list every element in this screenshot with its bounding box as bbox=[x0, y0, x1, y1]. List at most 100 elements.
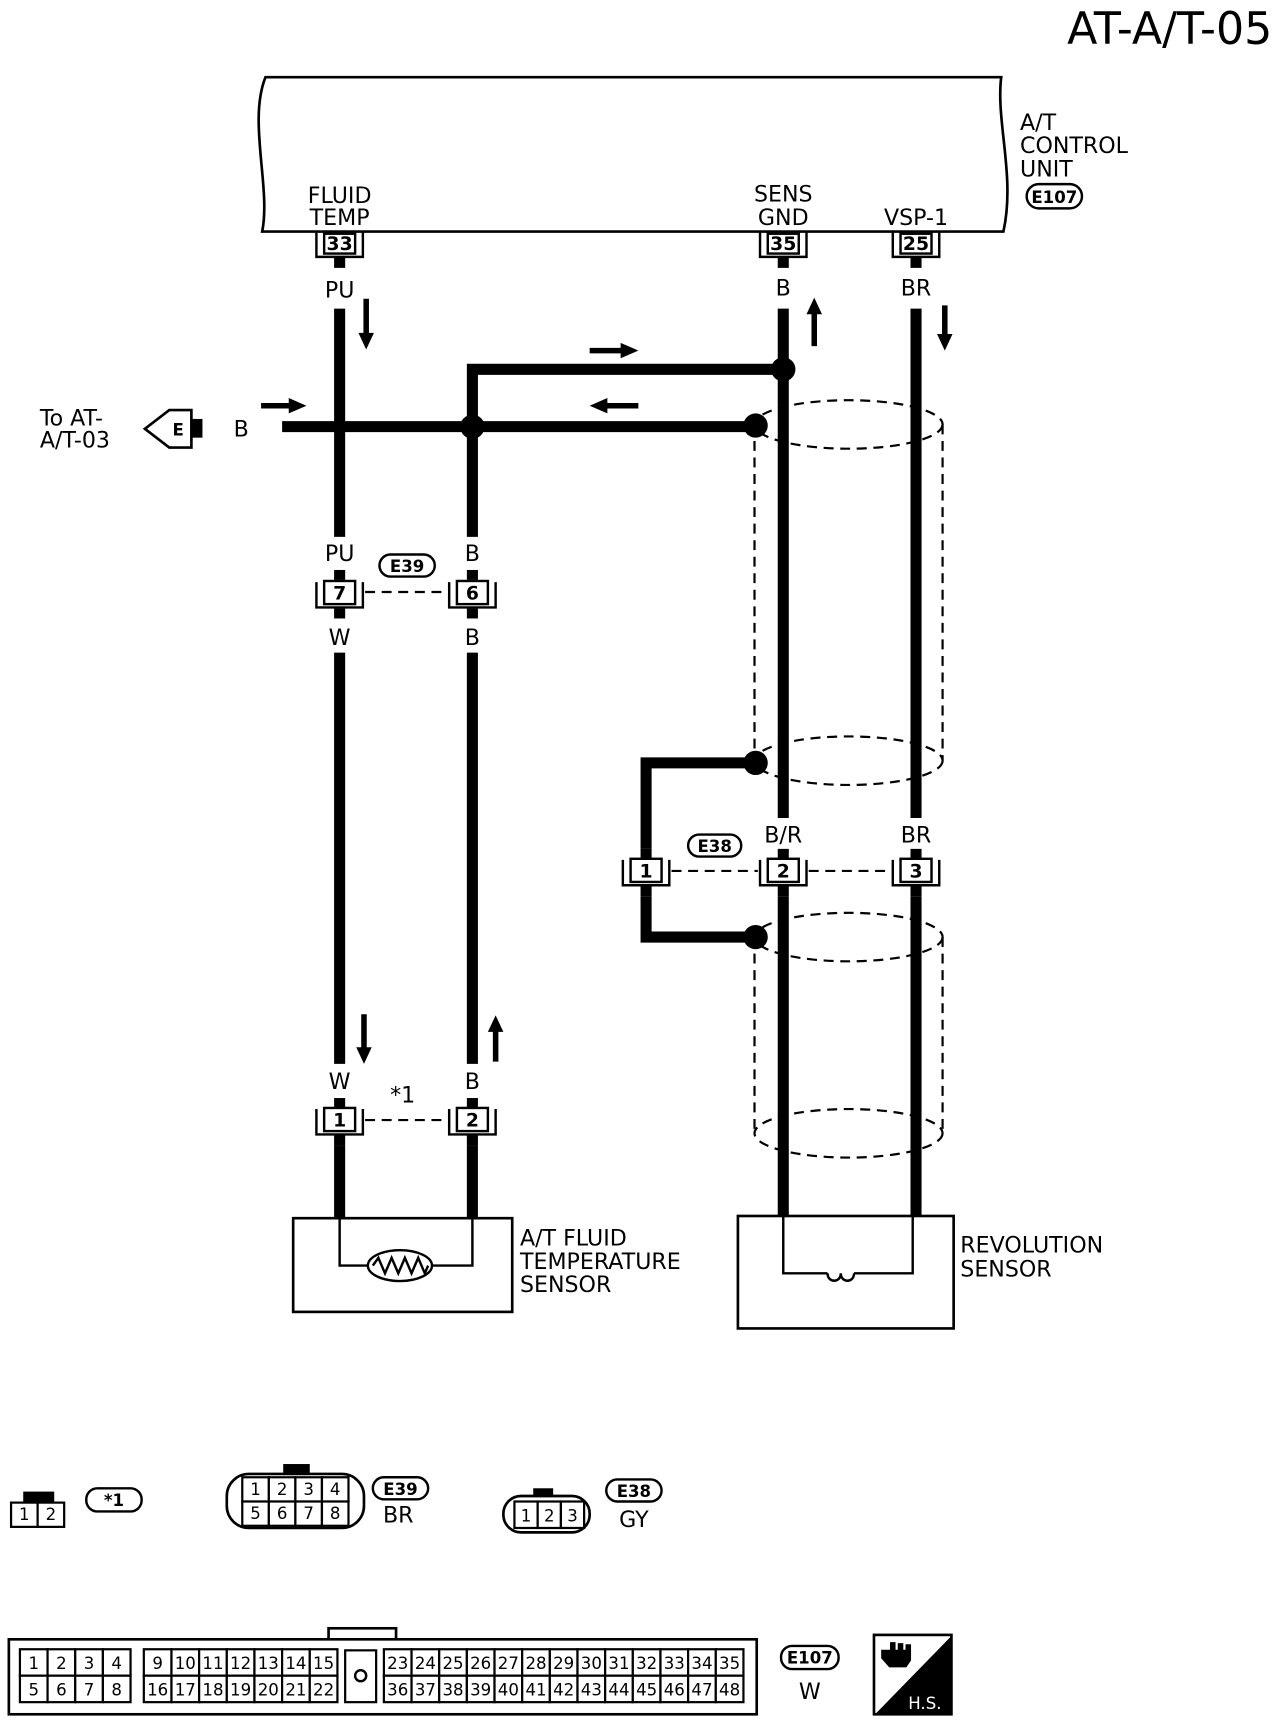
wire-color-b: B bbox=[776, 276, 791, 301]
e107-view-id: E107 bbox=[787, 1649, 833, 1668]
pin-number: 2 bbox=[544, 1506, 555, 1525]
e107-view-pin: 23 bbox=[382, 1648, 413, 1677]
connector-badge: E38 bbox=[605, 1478, 663, 1503]
pin-number: 35 bbox=[719, 1654, 740, 1673]
e107-view-pin: 16 bbox=[142, 1674, 173, 1704]
pin-number: 29 bbox=[553, 1654, 574, 1673]
pin-number: 2 bbox=[277, 1480, 288, 1499]
e39-view-pin: 7 bbox=[294, 1500, 324, 1527]
junction-dot bbox=[771, 357, 796, 382]
pin-number: 10 bbox=[175, 1654, 196, 1673]
pin-cell bbox=[46, 1674, 77, 1704]
pin-cell bbox=[9, 1501, 39, 1528]
pin-number: 36 bbox=[387, 1681, 408, 1700]
pin-number: 18 bbox=[202, 1681, 223, 1700]
pin-number: 8 bbox=[111, 1681, 122, 1700]
arrow-up-icon bbox=[806, 297, 822, 347]
pin-number: 20 bbox=[258, 1681, 279, 1700]
e38-pin-1-number: 1 bbox=[640, 862, 653, 883]
sensor-pin-1-number: 1 bbox=[333, 1111, 346, 1132]
sensor-pin-1-color: W bbox=[329, 1070, 351, 1095]
e107-view-pin: 20 bbox=[253, 1674, 284, 1704]
pin-cell bbox=[198, 1674, 228, 1704]
arrow-up-icon bbox=[487, 1015, 504, 1062]
e107-view-pin: 2 bbox=[46, 1648, 77, 1677]
terminal-35-label-line-2: GND bbox=[758, 206, 809, 231]
control-unit-name-line-2: CONTROL bbox=[1020, 134, 1129, 159]
control-unit-name-line-3: UNIT bbox=[1020, 157, 1073, 182]
pin-number: 3 bbox=[303, 1480, 314, 1499]
pin-number: 2 bbox=[56, 1654, 67, 1673]
pin-number: 6 bbox=[56, 1681, 67, 1700]
arrow-down-icon bbox=[356, 1014, 372, 1064]
pin-number: 3 bbox=[84, 1654, 95, 1673]
hand-icon bbox=[881, 1642, 912, 1668]
e107-view-pin: 43 bbox=[576, 1674, 607, 1704]
pin-number: 23 bbox=[387, 1654, 408, 1673]
sensor-pin-2: 2 bbox=[447, 1098, 497, 1146]
pin-cell bbox=[294, 1500, 324, 1527]
e38-pin-2: 2 bbox=[758, 848, 808, 897]
ground-reference: To AT- A/T-03 E B bbox=[39, 407, 249, 454]
terminal-33-number: 33 bbox=[327, 234, 353, 255]
e39-pin-7: 7 bbox=[315, 569, 365, 619]
ground-reference-line-2: A/T-03 bbox=[40, 429, 110, 454]
pin-number: 19 bbox=[230, 1681, 251, 1700]
terminal-33: 33 bbox=[315, 232, 365, 268]
pin-number: 48 bbox=[719, 1681, 740, 1700]
e107-view-pin: 14 bbox=[281, 1648, 311, 1677]
pin-cell bbox=[320, 1500, 350, 1527]
pin-number: 4 bbox=[330, 1480, 341, 1499]
pin-number: 14 bbox=[285, 1654, 306, 1673]
ground-connector-icon bbox=[142, 408, 193, 449]
fluid-temperature-sensor: A/T FLUID TEMPERATURE SENSOR bbox=[291, 1216, 681, 1314]
pin-number: 21 bbox=[285, 1681, 306, 1700]
e107-view-pin: 26 bbox=[465, 1648, 496, 1677]
e38-pin-2-color-above: B/R bbox=[764, 823, 802, 848]
control-unit-connector-badge: E107 bbox=[1025, 182, 1084, 210]
pin-number: 25 bbox=[442, 1654, 463, 1673]
pin-number: 7 bbox=[303, 1504, 314, 1523]
e107-view-pin: 10 bbox=[170, 1648, 201, 1677]
arrow-right-icon bbox=[589, 342, 639, 359]
control-unit-connector-id: E107 bbox=[1031, 188, 1077, 207]
pin-cell bbox=[253, 1674, 284, 1704]
pin-number: 5 bbox=[250, 1504, 261, 1523]
pin-cell bbox=[36, 1501, 66, 1528]
e39-view-pin: 5 bbox=[241, 1500, 270, 1527]
e39-view-id: E39 bbox=[383, 1480, 417, 1499]
arrow-left-icon bbox=[589, 397, 639, 414]
sensor-connector-id: *1 bbox=[390, 1083, 415, 1108]
pin-cell bbox=[493, 1648, 524, 1677]
pin-cell bbox=[521, 1648, 551, 1677]
sensor-pin-2-number: 2 bbox=[466, 1111, 479, 1132]
e107-view-pin: 41 bbox=[521, 1674, 551, 1704]
e107-view-pin: 46 bbox=[659, 1674, 690, 1704]
junction-dot bbox=[743, 413, 768, 438]
pin-cell bbox=[241, 1476, 270, 1503]
pin-cell bbox=[714, 1648, 745, 1677]
pin-number: 6 bbox=[277, 1504, 288, 1523]
e38-view-pin: 2 bbox=[536, 1500, 563, 1530]
sensor-pin-1: 1 bbox=[315, 1098, 365, 1146]
e107-view-pin: 24 bbox=[410, 1648, 441, 1677]
pin-number: 41 bbox=[525, 1681, 546, 1700]
wire-shield-drain-lower bbox=[640, 896, 756, 943]
terminal-25: 25 bbox=[891, 232, 941, 268]
connector-e39: PU B E39 7 6 W B bbox=[315, 542, 497, 651]
e107-view-pin: 40 bbox=[493, 1674, 524, 1704]
pin-cell bbox=[465, 1648, 496, 1677]
sensor-connector-view-pin: 2 bbox=[36, 1501, 66, 1528]
pin-number: 45 bbox=[636, 1681, 657, 1700]
e38-view-id: E38 bbox=[617, 1482, 651, 1501]
connector-badge: *1 bbox=[85, 1487, 143, 1513]
pin-number: 33 bbox=[664, 1654, 685, 1673]
pin-number: 34 bbox=[691, 1654, 712, 1673]
pin-number: 39 bbox=[470, 1681, 491, 1700]
pin-cell bbox=[142, 1674, 173, 1704]
pin-number: 3 bbox=[567, 1506, 578, 1525]
fluid-sensor-name-line-3: SENSOR bbox=[520, 1273, 611, 1298]
e38-pin-3-color-above: BR bbox=[901, 823, 932, 848]
e107-view-pin: 8 bbox=[101, 1674, 132, 1704]
